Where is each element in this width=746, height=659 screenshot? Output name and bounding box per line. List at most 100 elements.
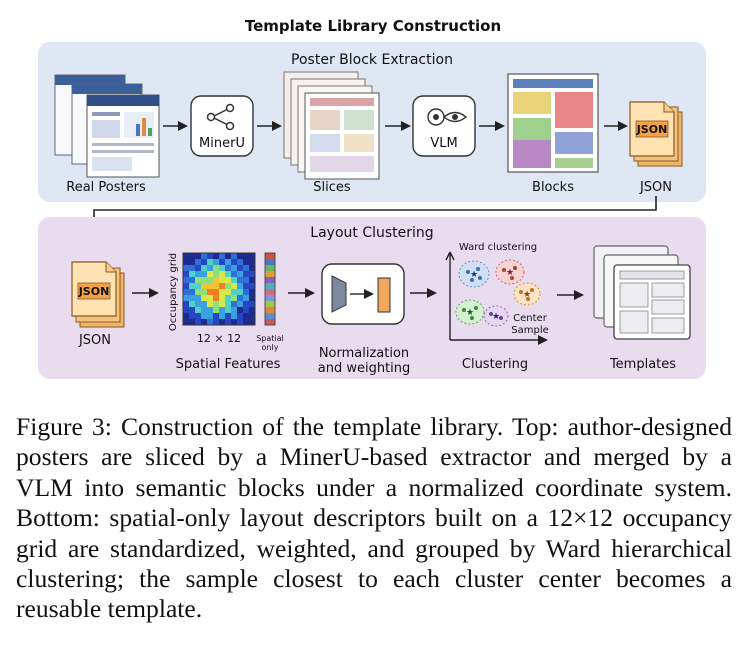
ward-clustering-label: Ward clustering	[459, 242, 537, 253]
heatmap-cell	[231, 289, 237, 295]
heatmap-cell	[231, 253, 237, 259]
heatmap-cell	[189, 253, 195, 259]
real-posters-icon	[54, 74, 160, 178]
heatmap-cell	[195, 295, 201, 301]
label-slices: Slices	[313, 180, 351, 195]
occupancy-grid-heatmap	[183, 253, 255, 325]
heatmap-cell	[243, 319, 249, 325]
label-blocks: Blocks	[532, 180, 574, 195]
vlm-label: VLM	[430, 136, 457, 151]
heatmap-cell	[219, 289, 225, 295]
json-icon-text-bottom: JSON	[78, 285, 110, 298]
figure-title: Template Library Construction	[245, 17, 501, 35]
heatmap-cell	[225, 301, 231, 307]
spatial-only-bar	[264, 252, 276, 326]
heatmap-cell	[201, 295, 207, 301]
heatmap-cell	[225, 283, 231, 289]
heatmap-cell	[249, 277, 255, 283]
label-json-top: JSON	[639, 180, 672, 195]
heatmap-cell	[189, 271, 195, 277]
heatmap-cell	[243, 301, 249, 307]
heatmap-cell	[225, 313, 231, 319]
heatmap-cell	[243, 265, 249, 271]
heatmap-cell	[207, 289, 213, 295]
heatmap-cell	[183, 307, 189, 313]
label-json-bottom: JSON	[78, 333, 111, 348]
clustering-plot: ★ ★ ★ ★ ★	[445, 251, 548, 345]
heatmap-cell	[219, 277, 225, 283]
heatmap-cell	[201, 307, 207, 313]
heatmap-cell	[225, 253, 231, 259]
label-real-posters: Real Posters	[66, 180, 146, 195]
heatmap-cell	[231, 295, 237, 301]
svg-text:★: ★	[466, 307, 474, 317]
heatmap-cell	[207, 253, 213, 259]
heatmap-cell	[231, 307, 237, 313]
heatmap-cell	[249, 301, 255, 307]
heatmap-cell	[225, 307, 231, 313]
heatmap-cell	[219, 295, 225, 301]
figure-caption: Figure 3: Construction of the template l…	[16, 412, 732, 624]
heatmap-cell	[237, 271, 243, 277]
heatmap-cell	[207, 265, 213, 271]
cluster-purple: ★	[483, 305, 509, 327]
heatmap-cell	[189, 307, 195, 313]
heatmap-cell	[237, 313, 243, 319]
heatmap-cell	[243, 283, 249, 289]
heatmap-cell	[225, 319, 231, 325]
spatial-bar-cell	[265, 313, 275, 319]
heatmap-cell	[219, 259, 225, 265]
normalization-box	[321, 263, 405, 325]
heatmap-cell	[189, 313, 195, 319]
heatmap-cell	[243, 271, 249, 277]
spatial-bar-cell	[265, 265, 275, 271]
heatmap-cell	[183, 295, 189, 301]
heatmap-cell	[207, 259, 213, 265]
occupancy-grid-frame	[182, 252, 256, 326]
heatmap-cell	[249, 271, 255, 277]
heatmap-cell	[207, 277, 213, 283]
spatial-bar-cell	[265, 289, 275, 295]
heatmap-cell	[201, 319, 207, 325]
label-spatial-features: Spatial Features	[176, 357, 281, 372]
heatmap-cell	[231, 319, 237, 325]
heatmap-cell	[183, 265, 189, 271]
heatmap-cell	[219, 265, 225, 271]
heatmap-cell	[213, 271, 219, 277]
heatmap-cell	[195, 283, 201, 289]
heatmap-cell	[189, 295, 195, 301]
json-icon-text-top: JSON	[636, 123, 668, 136]
heatmap-cell	[189, 319, 195, 325]
heatmap-cell	[189, 259, 195, 265]
heatmap-cell	[195, 313, 201, 319]
heatmap-cell	[249, 313, 255, 319]
heatmap-cell	[231, 301, 237, 307]
heatmap-cell	[213, 265, 219, 271]
heatmap-cell	[237, 319, 243, 325]
heatmap-cell	[207, 307, 213, 313]
json-file-icon-top: JSON	[629, 101, 683, 167]
svg-text:★: ★	[506, 267, 514, 277]
heatmap-cell	[213, 301, 219, 307]
cluster-orange: ★	[513, 282, 541, 306]
slices-icon	[283, 71, 380, 180]
center-sample-line2: Sample	[511, 325, 549, 336]
heatmap-cell	[195, 259, 201, 265]
heatmap-cell	[195, 277, 201, 283]
spatial-bar-cell	[265, 319, 275, 325]
heatmap-cell	[189, 277, 195, 283]
heatmap-cell	[231, 265, 237, 271]
spatial-bar-cell	[265, 301, 275, 307]
heatmap-cell	[213, 313, 219, 319]
json-file-icon-bottom: JSON	[71, 261, 125, 328]
grid-axis-label: Occupancy grid	[168, 253, 179, 331]
heatmap-cell	[219, 301, 225, 307]
heatmap-cell	[183, 253, 189, 259]
heatmap-cell	[213, 283, 219, 289]
heatmap-cell	[207, 271, 213, 277]
heatmap-cell	[195, 319, 201, 325]
heatmap-cell	[237, 295, 243, 301]
heatmap-cell	[249, 265, 255, 271]
heatmap-cell	[237, 283, 243, 289]
heatmap-cell	[225, 265, 231, 271]
